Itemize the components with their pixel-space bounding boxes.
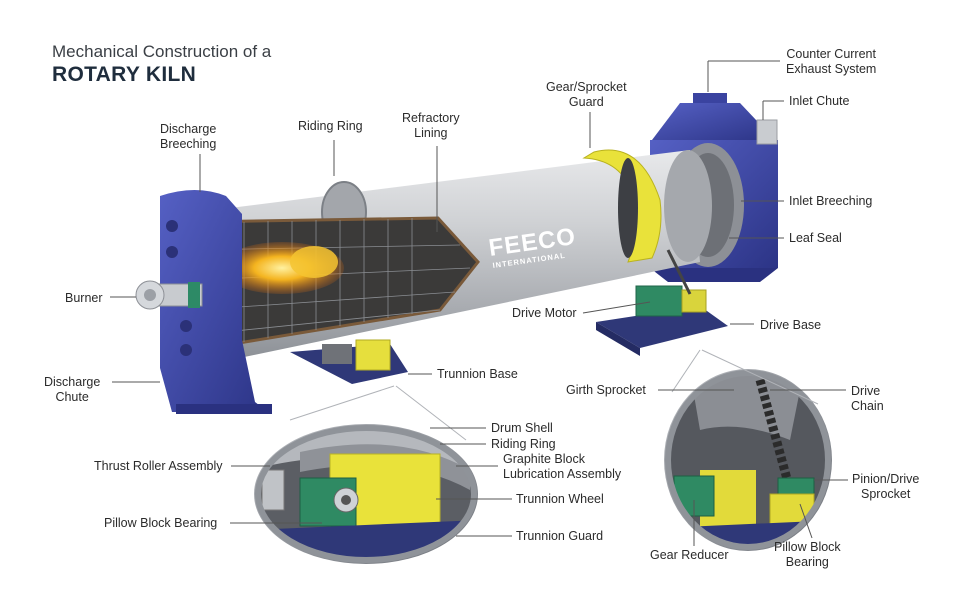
label-leaf-seal: Leaf Seal [789, 231, 842, 245]
label-trunnion-wheel: Trunnion Wheel [516, 492, 604, 506]
leader-lines [110, 60, 848, 546]
label-drive-base: Drive Base [760, 318, 822, 332]
drive-assembly [596, 249, 728, 356]
label-thrust-roller: Thrust Roller Assembly [94, 459, 223, 473]
label-drive-motor: Drive Motor [512, 306, 577, 320]
label-girth-sprocket: Girth Sprocket [566, 383, 646, 397]
detail-callouts [289, 349, 819, 441]
label-pillow-block-bearing: Pillow Block Bearing [104, 516, 218, 530]
label-burner: Burner [65, 291, 103, 305]
label-gear-reducer: Gear Reducer [650, 548, 729, 562]
label-riding-ring-detail: Riding Ring [491, 437, 556, 451]
title-line-1: Mechanical Construction of a [52, 42, 272, 61]
trunnion-base-part [290, 339, 408, 384]
drive-detail [668, 373, 828, 547]
title-line-2: ROTARY KILN [52, 63, 197, 86]
label-riding-ring: Riding Ring [298, 119, 363, 133]
gear-sprocket-guard [582, 149, 662, 263]
burner-part [135, 280, 203, 310]
label-drum-shell: Drum Shell [491, 421, 553, 435]
label-trunnion-base: Trunnion Base [437, 367, 518, 381]
refractory-cutaway [194, 216, 480, 352]
label-inlet-chute: Inlet Chute [789, 94, 850, 108]
label-trunnion-guard: Trunnion Guard [516, 529, 604, 543]
label-inlet-breeching: Inlet Breeching [789, 194, 873, 208]
discharge-hood [160, 190, 272, 414]
trunnion-detail [258, 428, 474, 560]
